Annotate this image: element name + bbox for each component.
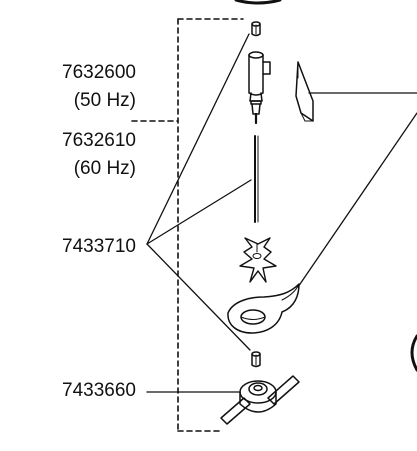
part-number-label: 7433660: [62, 380, 136, 401]
part-number-label: 7632600: [62, 62, 136, 83]
shield-part: [295, 61, 314, 122]
small-sleeve-lower: [251, 351, 261, 368]
long-rod: [254, 135, 259, 223]
leader-lines: [146, 33, 417, 393]
tab-washer: [227, 283, 300, 334]
part-number-label: 7433710: [62, 236, 136, 257]
group-bracket: [131, 18, 244, 432]
frequency-label: (50 Hz): [73, 90, 136, 111]
blade-hub: [220, 375, 300, 425]
top-edge-part: [234, 0, 282, 5]
right-edge-part: [410, 334, 417, 372]
impeller: [239, 237, 277, 283]
frequency-label: (60 Hz): [73, 158, 136, 179]
small-sleeve-top: [251, 21, 261, 37]
part-number-label: 7632610: [62, 130, 136, 151]
motor-shaft-assembly: [248, 51, 271, 125]
